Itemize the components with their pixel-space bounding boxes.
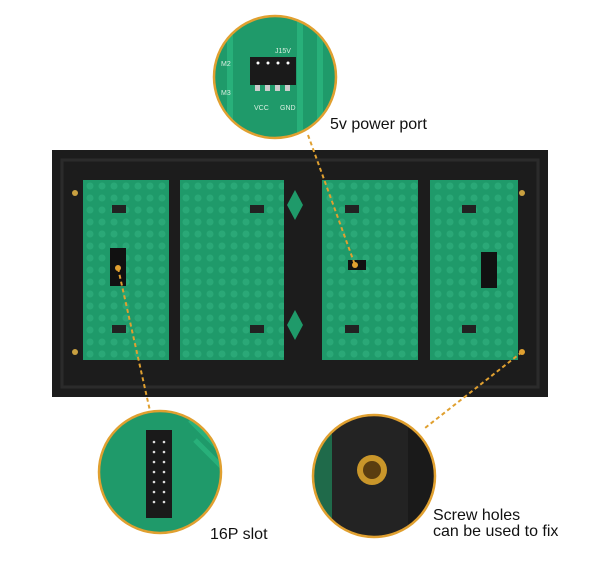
svg-text:M3: M3 xyxy=(221,90,231,97)
svg-text:VCC: VCC xyxy=(254,105,269,112)
power-port-label: 5v power port xyxy=(330,116,427,133)
pcb-label-j15v: J15V xyxy=(275,48,291,55)
svg-text:M2: M2 xyxy=(221,61,231,68)
led-panel xyxy=(52,150,548,397)
pcb-module-3 xyxy=(322,180,418,360)
screw-label-line1: Screw holes xyxy=(433,507,521,524)
screw-hole-zoom xyxy=(313,415,435,537)
16p-slot-zoom xyxy=(99,411,221,533)
callout-lines xyxy=(117,134,523,429)
screw-label-line2: can be used to fix xyxy=(433,523,559,540)
slot-label: 16P slot xyxy=(210,526,268,543)
pcb-module-2 xyxy=(180,180,284,360)
svg-text:GND: GND xyxy=(280,105,296,112)
